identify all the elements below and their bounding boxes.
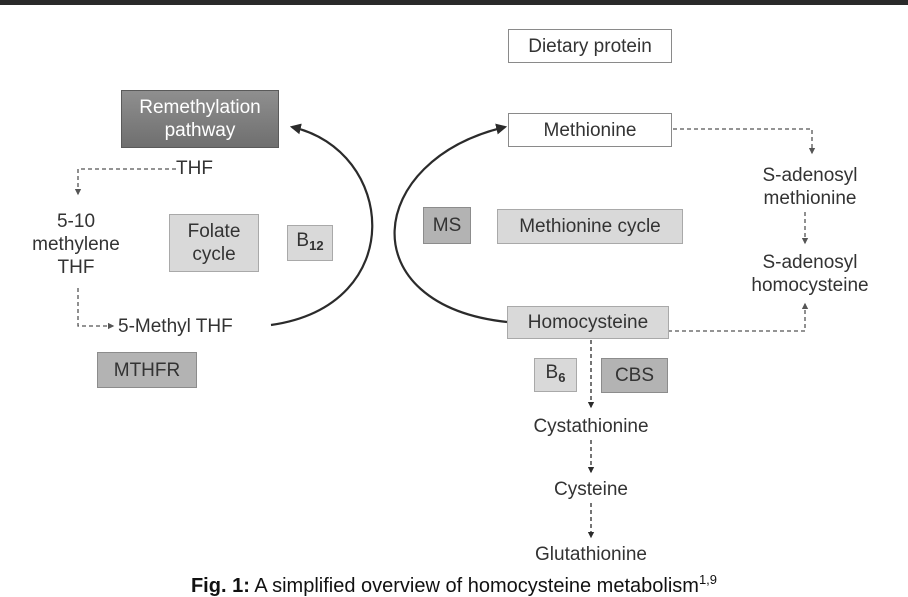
node-dietary-protein: Dietary protein [508, 29, 672, 63]
cofactor-b6: B6 [534, 358, 577, 392]
b6-subscript: 6 [558, 370, 566, 385]
remethylation-line1: Remethylation [139, 97, 261, 118]
dietary-protein-label: Dietary protein [528, 35, 652, 57]
cbs-label: CBS [614, 365, 655, 386]
node-homocysteine: Homocysteine [507, 306, 669, 339]
caption-text: A simplified overview of homocysteine me… [249, 575, 699, 597]
ms-label: MS [432, 215, 462, 236]
node-thf: THF [176, 157, 224, 180]
arc-folate-cycle [270, 123, 374, 327]
methionine-label: Methionine [543, 119, 637, 141]
node-remethylation-pathway: Remethylation pathway [121, 90, 279, 148]
enzyme-mthfr: MTHFR [97, 352, 197, 388]
node-methionine: Methionine [508, 113, 672, 147]
caption-label: Fig. 1: [190, 575, 250, 597]
sam-line1: S-adenosyl [762, 165, 858, 186]
top-rule [0, 0, 908, 5]
enzyme-ms: MS [423, 207, 471, 244]
folate-cycle-line1: Folate [187, 221, 241, 242]
arrow-thf-to-methylene [74, 168, 176, 196]
node-s-adenosyl-homocysteine: S-adenosyl homocysteine [736, 251, 884, 297]
figure-caption: Fig. 1: A simplified overview of homocys… [0, 569, 908, 597]
mthfr-label: MTHFR [113, 359, 181, 381]
enzyme-cbs: CBS [601, 358, 668, 393]
node-glutathionine: Glutathionine [516, 543, 666, 566]
node-folate-cycle: Folate cycle [169, 214, 259, 272]
b12-letter: B [296, 230, 310, 251]
remethylation-line2: pathway [164, 120, 236, 141]
methionine-cycle-label: Methionine cycle [519, 216, 661, 237]
glutathionine-label: Glutathionine [535, 544, 647, 565]
arc-methionine-cycle [393, 123, 508, 324]
methylene-thf-line2: methylene [32, 234, 120, 255]
cystathionine-label: Cystathionine [533, 416, 649, 437]
node-methionine-cycle: Methionine cycle [497, 209, 683, 244]
methylene-thf-line3: THF [57, 257, 95, 278]
b6-label: B6 [546, 361, 566, 389]
arrow-homocysteine-to-sah [668, 302, 809, 332]
node-cystathionine: Cystathionine [521, 415, 661, 438]
sah-line1: S-adenosyl [762, 252, 858, 273]
node-cysteine: Cysteine [531, 478, 651, 501]
b12-label: B12 [296, 229, 323, 257]
b6-letter: B [545, 362, 559, 383]
arrow-methionine-to-sam [673, 128, 816, 155]
homocysteine-label: Homocysteine [527, 312, 649, 333]
arrow-methylene-to-methylthf [77, 288, 115, 330]
cofactor-b12: B12 [287, 225, 333, 261]
node-s-adenosyl-methionine: S-adenosyl methionine [748, 164, 872, 210]
methyl-thf-label: 5-Methyl THF [118, 316, 233, 337]
folate-cycle-line2: cycle [192, 244, 236, 265]
methylene-thf-line1: 5-10 [56, 211, 96, 232]
sah-line2: homocysteine [751, 275, 869, 296]
caption-superscript: 1,9 [698, 572, 718, 587]
cysteine-label: Cysteine [554, 479, 628, 500]
b12-subscript: 12 [309, 238, 324, 253]
node-methylene-thf: 5-10 methylene THF [26, 210, 126, 279]
sam-line2: methionine [763, 188, 857, 209]
thf-label: THF [176, 158, 213, 179]
node-5-methyl-thf: 5-Methyl THF [118, 315, 268, 338]
